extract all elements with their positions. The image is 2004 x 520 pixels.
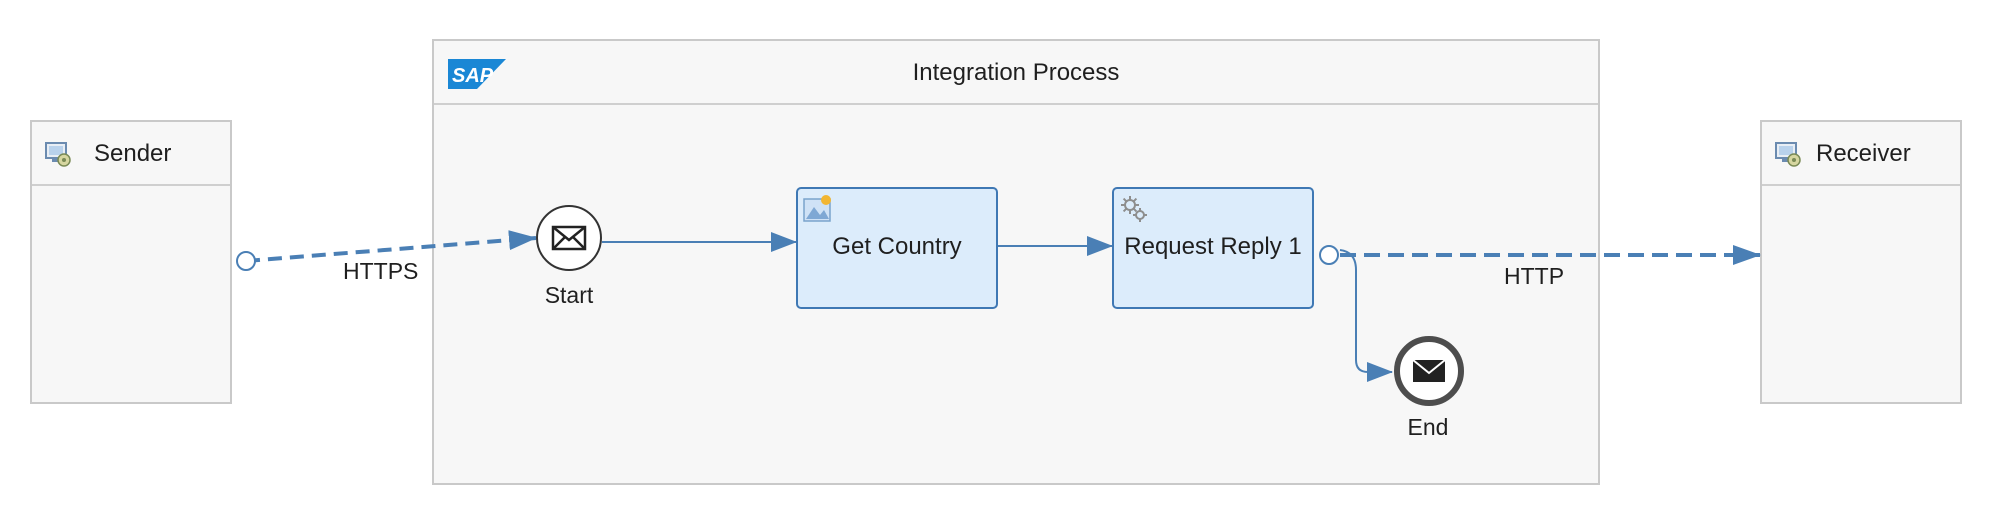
sender-header: Sender [32, 122, 230, 186]
http-connection-origin [1319, 245, 1339, 265]
https-connection-origin [236, 251, 256, 271]
system-icon [1775, 142, 1801, 167]
receiver-participant[interactable]: Receiver [1760, 120, 1962, 404]
start-event-label: Start [544, 282, 594, 308]
sap-logo-icon: SAP [448, 59, 506, 89]
https-connection-label: HTTPS [343, 258, 419, 284]
gear-icon [1121, 196, 1147, 222]
receiver-title: Receiver [1816, 140, 1911, 167]
envelope-icon [551, 225, 587, 251]
start-event[interactable] [536, 205, 602, 271]
envelope-filled-icon [1412, 359, 1446, 382]
get-country-task[interactable]: Get Country [796, 187, 998, 309]
content-modifier-icon [803, 195, 831, 222]
sender-participant[interactable]: Sender [30, 120, 232, 404]
http-connection-label: HTTP [1504, 263, 1565, 289]
end-event[interactable] [1394, 336, 1464, 406]
system-icon [45, 142, 71, 167]
get-country-label: Get Country [832, 233, 962, 260]
sender-title: Sender [94, 140, 172, 167]
receiver-header: Receiver [1762, 122, 1960, 186]
sequence-flow-request-reply-to-end[interactable] [1339, 249, 1393, 382]
integration-process-header: SAP Integration Process [434, 41, 1598, 105]
request-reply-label: Request Reply 1 [1124, 233, 1302, 260]
integration-process-title: Integration Process [912, 59, 1120, 86]
request-reply-task[interactable]: Request Reply 1 [1112, 187, 1314, 309]
https-connection[interactable] [245, 230, 537, 263]
sap-logo-text: SAP [452, 65, 494, 87]
end-event-label: End [1407, 414, 1449, 440]
integration-process-pool[interactable]: SAP Integration Process [432, 39, 1600, 485]
